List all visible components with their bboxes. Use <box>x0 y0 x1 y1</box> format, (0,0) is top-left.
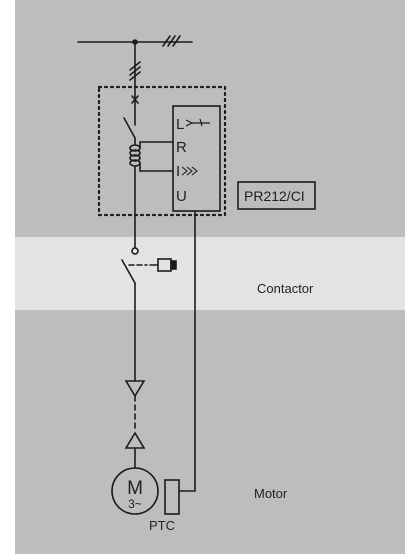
contactor-label: Contactor <box>257 281 314 296</box>
contactor-band <box>15 237 405 310</box>
i-instantaneous-icon <box>181 166 198 176</box>
busbar-phase-tick-3 <box>172 35 181 47</box>
feeder-phase-tick-2 <box>129 66 141 76</box>
ct-lead-lower <box>139 162 174 172</box>
function-l-label: L <box>176 116 184 133</box>
breaker-enclosure <box>97 85 227 217</box>
ptc-label: PTC <box>149 518 175 533</box>
l-curve-icon <box>185 118 210 127</box>
breaker-cross-b <box>131 95 139 104</box>
circuit-lines <box>77 35 316 515</box>
breaker-contact <box>123 117 136 139</box>
contactor-contact <box>121 259 136 284</box>
motor-label: Motor <box>254 486 288 501</box>
function-r-label: R <box>176 139 187 156</box>
feeder-phase-tick-3 <box>129 71 141 81</box>
ct-lead-upper <box>139 141 174 149</box>
motor-phase-label: 3~ <box>128 497 142 511</box>
ct-coil-2 <box>129 149 141 157</box>
ct-coil-3 <box>129 154 141 162</box>
relay-box <box>237 181 316 210</box>
function-i-label: I <box>176 163 180 180</box>
ptc-sensor <box>164 479 180 515</box>
function-u-label: U <box>176 188 187 205</box>
ptc-signal-wire <box>178 210 196 492</box>
busbar-phase-tick-2 <box>167 35 176 47</box>
motor-symbol <box>111 467 159 515</box>
relay-label: PR212/CI <box>244 188 305 204</box>
contactor-terminal <box>131 247 139 255</box>
protection-release-box <box>172 105 221 212</box>
motor-letter: M <box>127 478 143 499</box>
protection-functions: L R I U <box>176 116 210 205</box>
cable-down-arrow <box>124 380 146 398</box>
contactor-coil-terminal <box>170 260 177 270</box>
busbar-phase-tick-1 <box>162 35 171 47</box>
feeder-phase-tick-1 <box>129 61 141 71</box>
